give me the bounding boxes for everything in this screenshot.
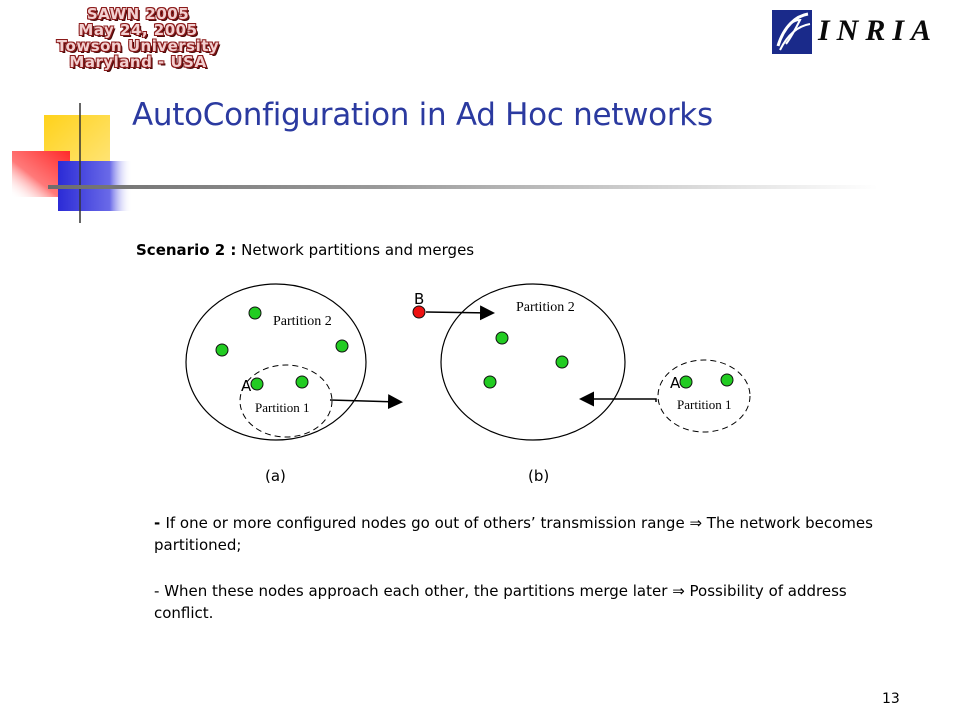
bullet-2-text-before: When these nodes approach each other, th… bbox=[164, 582, 673, 600]
badge-line-3: Towson University bbox=[56, 37, 220, 55]
bullet-2-symbol: ⇒ bbox=[672, 582, 685, 600]
bullet-1-lead: - bbox=[154, 514, 166, 532]
bullet-1-text-before: If one or more configured nodes go out o… bbox=[165, 514, 690, 532]
node-b5 bbox=[720, 373, 734, 387]
node-b1 bbox=[495, 331, 509, 345]
arrow-b-in bbox=[425, 305, 495, 321]
node-a5 bbox=[295, 375, 309, 389]
partition-2-circle-b bbox=[440, 283, 626, 441]
partition-1-circle-b bbox=[657, 359, 751, 433]
bullet-2: - When these nodes approach each other, … bbox=[154, 580, 894, 624]
bullet-1-text-after: The network becomes partitioned; bbox=[154, 514, 873, 554]
node-a1 bbox=[248, 306, 262, 320]
inria-logo bbox=[772, 10, 812, 54]
partition-1-label-a: Partition 1 bbox=[255, 400, 310, 415]
node-b-label: B bbox=[414, 290, 424, 308]
page-title: AutoConfiguration in Ad Hoc networks bbox=[132, 97, 713, 133]
node-a4 bbox=[250, 377, 264, 391]
badge-line-1: SAWN 2005 bbox=[86, 5, 190, 23]
bullet-2-text-after: Possibility of address conflict. bbox=[154, 582, 847, 622]
event-badge: SAWN 2005 May 24, 2005 Towson University… bbox=[18, 6, 258, 70]
title-decoration bbox=[12, 103, 140, 223]
title-rule bbox=[48, 185, 878, 189]
badge-line-2: May 24, 2005 bbox=[78, 21, 198, 39]
node-b-red bbox=[412, 305, 426, 319]
partition-2-label-b: Partition 2 bbox=[516, 300, 575, 315]
node-b4 bbox=[679, 375, 693, 389]
node-b3 bbox=[483, 375, 497, 389]
scenario-text: Network partitions and merges bbox=[236, 241, 475, 259]
node-a2 bbox=[215, 343, 229, 357]
partition-1-label-b: Partition 1 bbox=[677, 397, 732, 412]
page-number: 13 bbox=[882, 691, 900, 707]
node-a-label-a: A bbox=[241, 377, 252, 395]
scenario-heading: Scenario 2 : Network partitions and merg… bbox=[136, 241, 474, 259]
node-b2 bbox=[555, 355, 569, 369]
caption-a: (a) bbox=[265, 467, 286, 485]
badge-line-4: Maryland - USA bbox=[69, 53, 207, 71]
partition-diagram: Partition 2 Partition 1 A Partition 2 Pa… bbox=[185, 283, 751, 441]
bullet-1: - If one or more configured nodes go out… bbox=[154, 512, 894, 556]
node-a-label-b: A bbox=[670, 374, 681, 392]
caption-b: (b) bbox=[528, 467, 550, 485]
node-a3 bbox=[335, 339, 349, 353]
partition-2-label-a: Partition 2 bbox=[273, 314, 332, 329]
arrow-a bbox=[329, 394, 403, 410]
partition-1-circle-a bbox=[239, 364, 333, 438]
partition-2-circle-a bbox=[185, 283, 367, 441]
arrow-b-back bbox=[579, 391, 657, 407]
scenario-label: Scenario 2 : bbox=[136, 241, 237, 259]
bullet-1-symbol: ⇒ bbox=[689, 514, 703, 532]
bullet-2-lead: - bbox=[154, 582, 165, 600]
logo-wordmark: INRIA bbox=[818, 14, 939, 47]
